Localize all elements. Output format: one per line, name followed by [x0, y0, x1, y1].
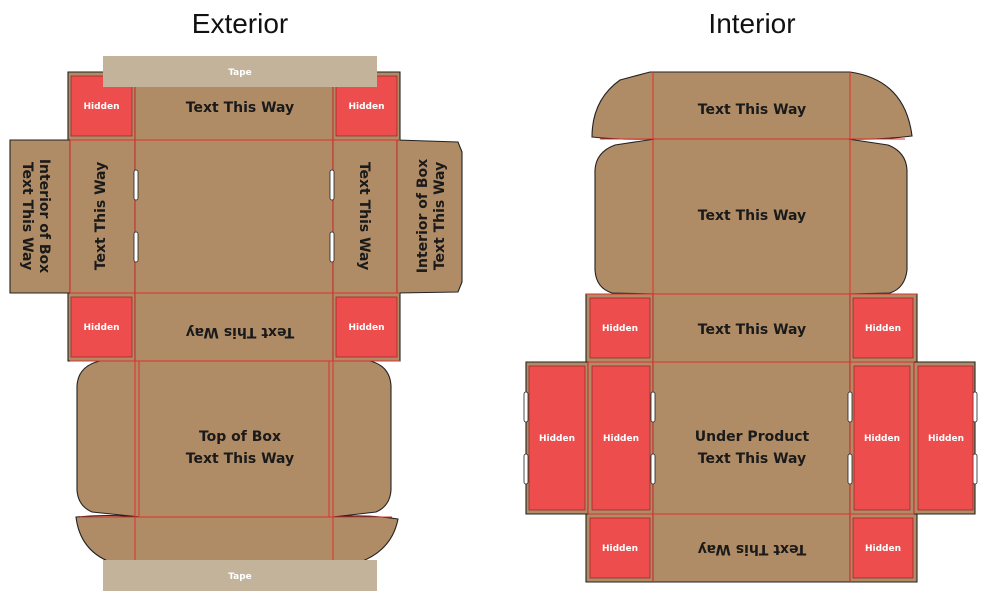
interior-slot	[847, 453, 853, 485]
hidden-label: Hidden	[603, 434, 639, 444]
interior-lid-panel	[594, 138, 908, 295]
exterior-hidden-zone	[335, 296, 398, 358]
exterior-heading: Exterior	[192, 8, 288, 39]
exterior-tuck-flap	[75, 514, 399, 563]
exterior-base-panel	[134, 139, 334, 294]
hidden-label: Hidden	[865, 544, 901, 554]
interior-slot	[972, 391, 978, 423]
interior-back-label: Text This Way	[698, 541, 806, 557]
interior-dieline: Hidden Hidden Hidden Hidden Hidden Hidde…	[523, 71, 978, 583]
exterior-slot	[133, 231, 139, 263]
hidden-label: Hidden	[865, 324, 901, 334]
hidden-label: Hidden	[602, 324, 638, 334]
interior-hidden-zone	[528, 365, 586, 511]
interior-base-label-line2: Text This Way	[698, 451, 806, 467]
hidden-label: Hidden	[348, 323, 384, 333]
exterior-left-flap-line1: Interior of Box	[36, 159, 52, 273]
exterior-lid-label-line1: Top of Box	[199, 429, 281, 445]
interior-hidden-zone	[853, 365, 911, 511]
exterior-right-flap-line2: Text This Way	[432, 162, 448, 270]
interior-lid-label: Text This Way	[698, 208, 806, 224]
exterior-slot	[329, 169, 335, 201]
exterior-dieline: Hidden Hidden Hidden Hidden Tape Tape Te…	[9, 56, 463, 591]
exterior-right-side-label: Text This Way	[356, 162, 372, 270]
exterior-slot	[133, 169, 139, 201]
hidden-label: Hidden	[602, 544, 638, 554]
exterior-slot	[329, 231, 335, 263]
tape-label: Tape	[228, 572, 252, 582]
interior-hidden-zone	[917, 365, 974, 511]
exterior-tape-strip-top	[103, 56, 377, 87]
interior-hidden-zone	[591, 365, 651, 511]
interior-slot	[972, 453, 978, 485]
interior-base-label-line1: Under Product	[695, 429, 810, 445]
interior-front-label: Text This Way	[698, 322, 806, 338]
interior-slot	[650, 391, 656, 423]
exterior-lid-label-line2: Text This Way	[186, 451, 294, 467]
hidden-label: Hidden	[348, 102, 384, 112]
hidden-label: Hidden	[83, 323, 119, 333]
interior-slot	[523, 453, 529, 485]
exterior-hidden-zone	[70, 296, 133, 358]
hidden-label: Hidden	[864, 434, 900, 444]
tape-label: Tape	[228, 68, 252, 78]
hidden-label: Hidden	[928, 434, 964, 444]
hidden-label: Hidden	[83, 102, 119, 112]
exterior-front-label: Text This Way	[186, 324, 294, 340]
interior-slot	[847, 391, 853, 423]
exterior-right-flap-line1: Interior of Box	[415, 159, 431, 273]
exterior-tape-strip-bottom	[103, 560, 377, 591]
interior-hidden-zone	[852, 297, 914, 359]
interior-slot	[523, 391, 529, 423]
exterior-left-flap-line2: Text This Way	[19, 162, 35, 270]
hidden-label: Hidden	[539, 434, 575, 444]
interior-hidden-zone	[589, 517, 651, 579]
interior-slot	[650, 453, 656, 485]
interior-tuck-label: Text This Way	[698, 102, 806, 118]
interior-fold-lines	[586, 72, 917, 582]
exterior-back-label: Text This Way	[186, 100, 294, 116]
interior-heading: Interior	[708, 8, 795, 39]
interior-hidden-zone	[589, 297, 651, 359]
exterior-fold-lines	[69, 72, 400, 562]
interior-hidden-zone	[852, 517, 914, 579]
exterior-left-side-label: Text This Way	[93, 162, 109, 270]
